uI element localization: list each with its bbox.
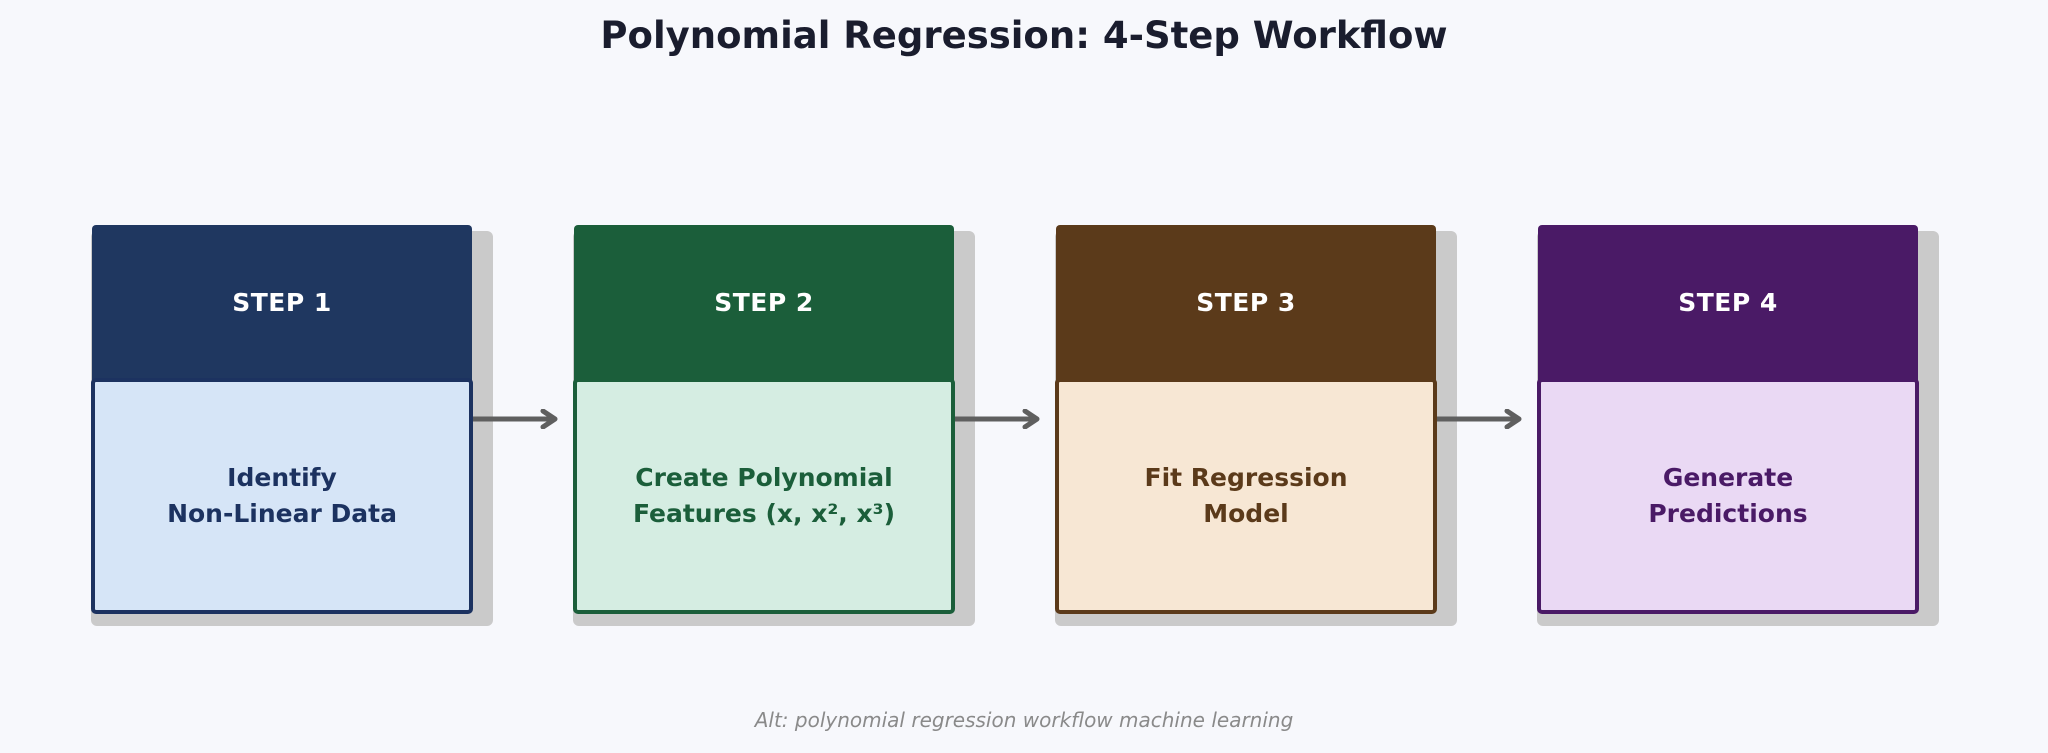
step-header-label: STEP 3 xyxy=(1196,288,1296,317)
step-header: STEP 2 xyxy=(574,225,954,380)
step-header: STEP 4 xyxy=(1538,225,1918,380)
step-4: STEP 4 Generate Predictions xyxy=(1537,225,1939,626)
step-2: STEP 2 Create Polynomial Features (x, x²… xyxy=(573,225,975,626)
step-text-line: Non-Linear Data xyxy=(167,499,397,528)
arrow-right-icon xyxy=(955,409,1040,429)
diagram-title: Polynomial Regression: 4-Step Workflow xyxy=(600,14,1448,57)
step-text-line: Model xyxy=(1203,499,1289,528)
step-text-line: Generate xyxy=(1662,463,1794,492)
step-header: STEP 3 xyxy=(1056,225,1436,380)
step-header-label: STEP 4 xyxy=(1678,288,1778,317)
step-3: STEP 3 Fit Regression Model xyxy=(1055,225,1457,626)
arrow-right-icon xyxy=(1437,409,1522,429)
step-text-line: Fit Regression xyxy=(1144,463,1348,492)
step-text-line: Predictions xyxy=(1648,499,1808,528)
alt-caption: Alt: polynomial regression workflow mach… xyxy=(754,708,1294,732)
arrow-right-icon xyxy=(473,409,558,429)
step-header-label: STEP 2 xyxy=(714,288,814,317)
step-text-line: Identify xyxy=(227,463,337,492)
step-1: STEP 1 Identify Non-Linear Data xyxy=(91,225,493,626)
step-text-line: Create Polynomial xyxy=(635,463,893,492)
step-body: Create Polynomial Features (x, x², x³) xyxy=(573,378,955,614)
step-header-label: STEP 1 xyxy=(232,288,332,317)
step-body: Identify Non-Linear Data xyxy=(91,378,473,614)
step-body: Generate Predictions xyxy=(1537,378,1919,614)
step-body: Fit Regression Model xyxy=(1055,378,1437,614)
step-header: STEP 1 xyxy=(92,225,472,380)
step-text-line: Features (x, x², x³) xyxy=(632,499,896,528)
